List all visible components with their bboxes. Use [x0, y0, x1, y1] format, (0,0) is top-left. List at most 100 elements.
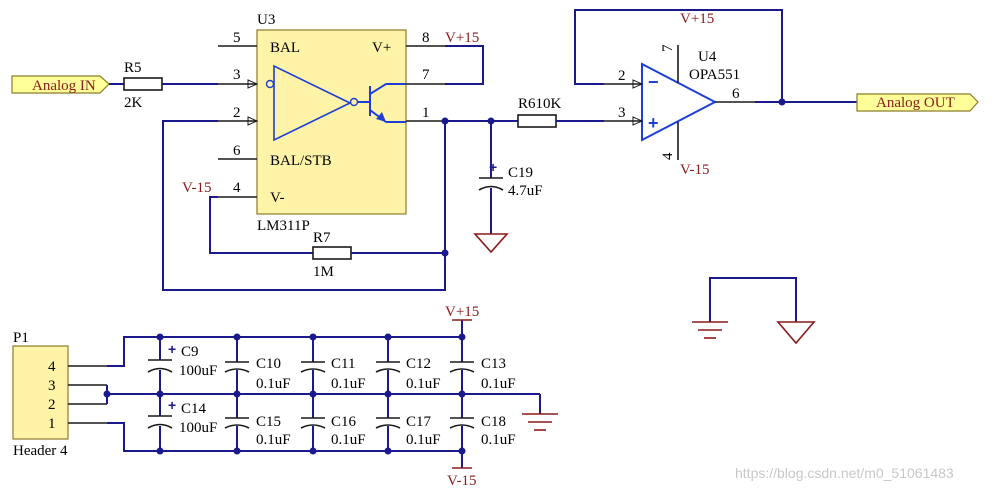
cap-c10: C10 0.1uF: [224, 337, 291, 394]
c19-ref: C19: [508, 165, 533, 181]
analog-out-port: [856, 93, 979, 112]
p1-ref: P1: [13, 330, 29, 346]
c11-ref: C11: [331, 356, 355, 372]
signal-ground-icon: [776, 321, 816, 345]
junction: [309, 447, 317, 455]
cap-c13: C13 0.1uF: [449, 337, 516, 394]
u4-pin3-num: 3: [618, 105, 626, 121]
u3-pin4-wire: [209, 196, 313, 254]
u4-ref: U4: [698, 49, 717, 65]
u3-pin8-num: 8: [422, 30, 430, 46]
analog-in-port: [11, 75, 110, 94]
u3-transistor-collector: [369, 83, 387, 95]
junction: [233, 447, 241, 455]
junction: [458, 390, 466, 398]
cap-c11: C11 0.1uF: [300, 337, 366, 394]
c9-value: 100uF: [179, 363, 217, 379]
c19-value: 4.7uF: [508, 183, 543, 199]
u3-emitter-arrow: [376, 112, 386, 122]
u3-pin2-num: 2: [233, 105, 241, 121]
p1-pin-3: 3: [48, 378, 56, 394]
c18-ref: C18: [481, 414, 506, 430]
vminus-bus-wire: [107, 422, 462, 452]
c17-value: 0.1uF: [406, 432, 441, 448]
c11-value: 0.1uF: [331, 376, 366, 392]
bus-vplus-rail: V+15: [445, 304, 479, 320]
p1-pin-4: 4: [48, 359, 56, 375]
u4-pin2-num: 2: [618, 68, 626, 84]
u3-pin3-num: 3: [233, 67, 241, 83]
r5-body: [123, 77, 163, 91]
cap-c9: + C9 100uF: [147, 337, 217, 394]
c14-plate-bottom: [147, 423, 173, 429]
c15-value: 0.1uF: [256, 432, 291, 448]
u3-body: [256, 29, 407, 215]
junction: [233, 333, 241, 341]
p1-name: Header 4: [13, 443, 68, 459]
c12-plate-bottom: [375, 368, 401, 373]
u4-plus-sign: +: [648, 113, 659, 133]
u4-pin4-num: 4: [660, 152, 676, 160]
c13-plate-bottom: [449, 368, 475, 373]
u3-pin4-num: 4: [233, 180, 241, 196]
cap-c17: C17 0.1uF: [375, 394, 441, 451]
c10-plate-bottom: [224, 368, 250, 373]
cap-c12: C12 0.1uF: [375, 337, 441, 394]
u3-pin-vminus: V-: [270, 190, 284, 206]
u3-pin3-arrow: [247, 79, 259, 89]
junction: [441, 249, 449, 257]
u4-part: OPA551: [689, 67, 740, 83]
p1-pin-1: 1: [48, 416, 56, 432]
junction: [458, 447, 466, 455]
u3-ref: U3: [257, 12, 275, 28]
r5-value: 2K: [124, 95, 143, 111]
c16-ref: C16: [331, 414, 357, 430]
c9-polarity: +: [168, 341, 176, 357]
junction: [384, 390, 392, 398]
c19-ground-icon: [473, 233, 509, 254]
c19-polarity: +: [489, 159, 497, 175]
u3-pin1-num: 1: [422, 105, 430, 121]
r7-value: 1M: [313, 264, 334, 280]
ground-tie-wire: [709, 277, 797, 322]
u3-vminus-rail: V-15: [182, 180, 211, 196]
c18-value: 0.1uF: [481, 432, 516, 448]
c19-bottom-plate: [478, 185, 504, 191]
cap-c18: C18 0.1uF: [449, 394, 516, 451]
c12-value: 0.1uF: [406, 376, 441, 392]
junction: [384, 333, 392, 341]
junction: [103, 390, 111, 398]
u3-pin2-arrow: [247, 116, 259, 126]
junction: [309, 333, 317, 341]
c18-plate-bottom: [449, 424, 475, 429]
junction: [156, 390, 164, 398]
r7-ref: R7: [313, 230, 331, 246]
analog-out-label: Analog OUT: [876, 95, 955, 111]
u3-input-bubble: [265, 79, 275, 89]
u3-vplus-rail: V+15: [445, 30, 479, 46]
u4-feedback-wire: [574, 9, 783, 102]
junction: [309, 390, 317, 398]
u3-pin7-num: 7: [422, 67, 430, 83]
u4-pin7-num: 7: [660, 44, 676, 52]
u3-comparator-symbol: [273, 64, 352, 142]
cap-c16: C16 0.1uF: [300, 394, 366, 451]
analog-in-label: Analog IN: [32, 78, 96, 94]
r5-ref: R5: [124, 60, 142, 76]
u4-vminus-rail: V-15: [680, 162, 709, 178]
vplus-bus-wire: [107, 336, 462, 367]
c16-value: 0.1uF: [331, 432, 366, 448]
cap-c15: C15 0.1uF: [224, 394, 291, 451]
u3-pin5-num: 5: [233, 30, 241, 46]
c9-ref: C9: [181, 344, 199, 360]
c16-plate-bottom: [300, 424, 326, 429]
c14-value: 100uF: [179, 420, 217, 436]
c12-ref: C12: [406, 356, 431, 372]
c10-value: 0.1uF: [256, 376, 291, 392]
p1-pin-2: 2: [48, 397, 56, 413]
watermark: https://blog.csdn.net/m0_51061483: [735, 465, 954, 481]
u3-output-bubble: [349, 97, 359, 107]
p1-body: [12, 345, 69, 440]
u4-minus-sign: −: [648, 72, 659, 92]
u4-pin2-arrow: [632, 79, 644, 89]
